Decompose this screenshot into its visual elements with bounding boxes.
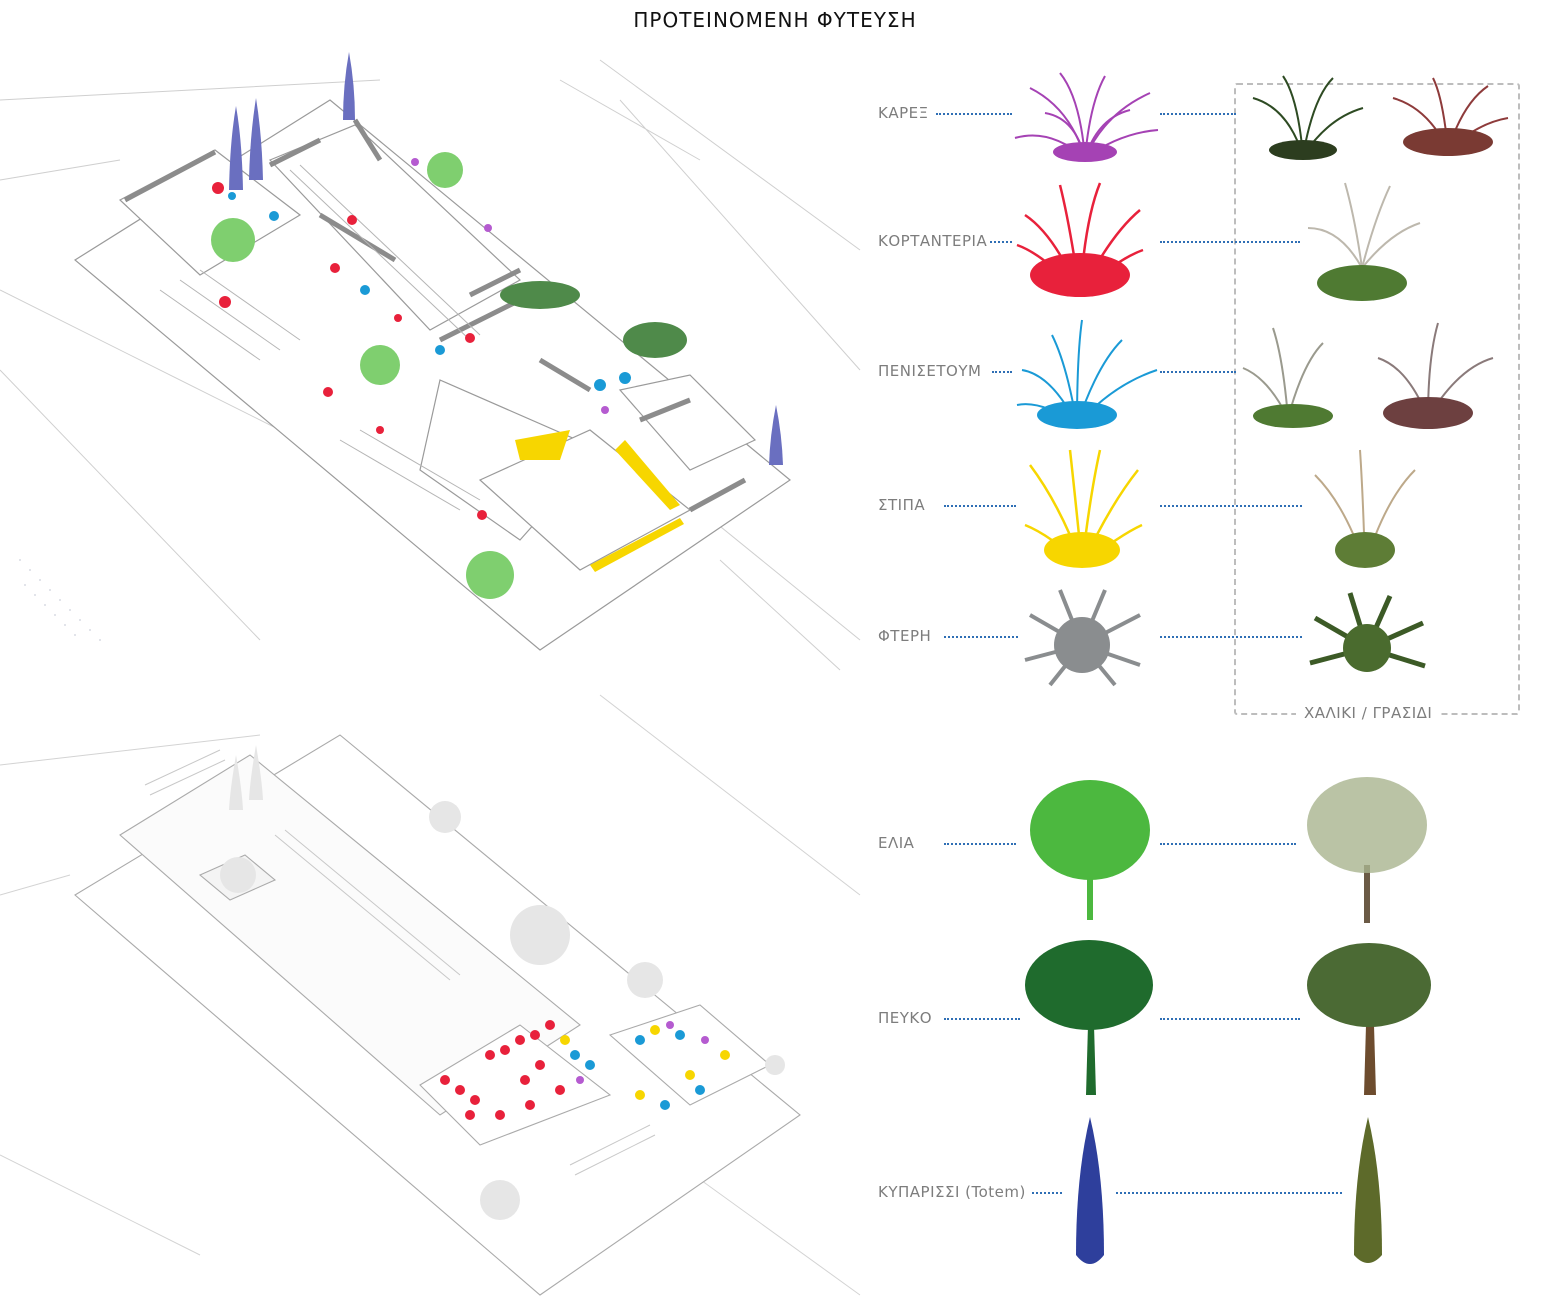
fern-symbol-icon (1024, 589, 1141, 687)
leader-line (944, 1018, 1020, 1020)
leader-line (990, 241, 1012, 243)
page-title: ΠΡΟΤΕΙΝΟΜΕΝΗ ΦΥΤΕΥΣΗ (633, 8, 917, 32)
legend-label-olive: ΕΛΙΑ (878, 834, 915, 852)
leader-line (944, 505, 1016, 507)
upper-axonometric-drawing (0, 52, 861, 671)
olive-tree-photo (1307, 777, 1427, 923)
pennisetum-photo-pair (1242, 322, 1494, 429)
pennisetum-symbol-icon (1016, 319, 1158, 429)
leader-line (1160, 241, 1300, 243)
leader-line (992, 371, 1012, 373)
leader-line (1160, 371, 1236, 373)
cortaderia-symbol-icon (1016, 182, 1144, 297)
leader-line (936, 113, 1012, 115)
stipa-symbol-icon (1024, 449, 1143, 568)
stipa-photo (1314, 449, 1416, 568)
leader-line (1160, 636, 1302, 638)
leader-line (944, 843, 1016, 845)
fern-photo (1309, 592, 1426, 672)
legend-label-cortaderia: ΚΟΡΤΑΝΤΕΡΙΑ (878, 232, 988, 250)
leader-line (944, 636, 1018, 638)
cypress-photo (1354, 1117, 1382, 1263)
pine-tree-symbol-icon (1025, 940, 1153, 1095)
leader-line (1116, 1192, 1342, 1194)
cypress-symbol-icon (1076, 1117, 1104, 1264)
lower-axonometric-drawing (0, 694, 861, 1296)
gravel-grass-caption: ΧΑΛΙΚΙ / ΓΡΑΣΙΔΙ (1296, 704, 1441, 722)
legend-label-carex: ΚΑΡΕΞ (878, 104, 929, 122)
carex-symbol-icon (1014, 72, 1159, 162)
legend-label-pennisetum: ΠΕΝΙΣΕΤΟΥΜ (878, 362, 982, 380)
legend-label-fern: ΦΤΕΡΗ (878, 627, 932, 645)
leader-line (1160, 843, 1296, 845)
cortaderia-photo (1307, 182, 1421, 301)
leader-line (1032, 1192, 1062, 1194)
legend-label-pine: ΠΕΥΚΟ (878, 1009, 933, 1027)
legend-label-cypress: ΚΥΠΑΡΙΣΣΙ (Totem) (878, 1183, 1026, 1201)
leader-line (1160, 505, 1302, 507)
carex-photo-pair (1252, 75, 1509, 160)
leader-line (1160, 1018, 1300, 1020)
legend-label-stipa: ΣΤΙΠΑ (878, 496, 926, 514)
olive-tree-symbol-icon (1030, 780, 1150, 920)
pine-tree-photo (1307, 943, 1431, 1095)
leader-line (1160, 113, 1236, 115)
